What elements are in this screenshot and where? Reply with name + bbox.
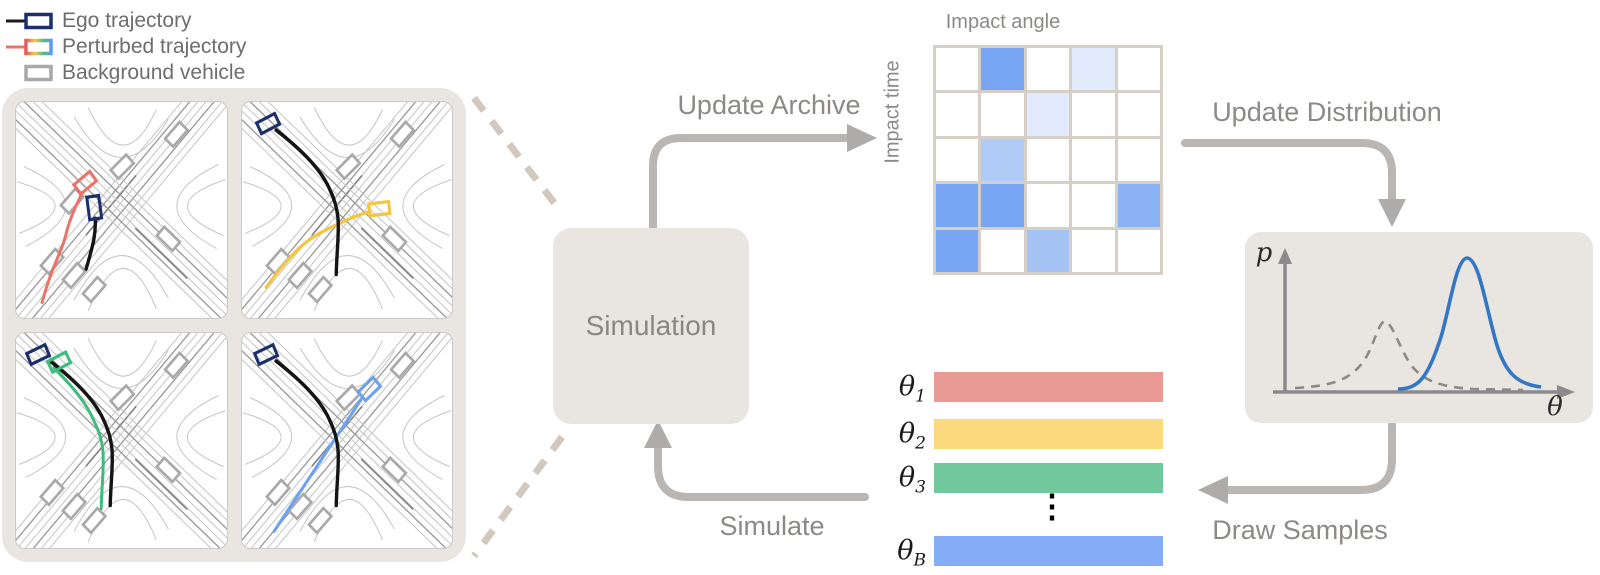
simulation-label: Simulation (585, 310, 717, 341)
archive-cell-r5c2 (981, 229, 1024, 272)
archive-cell-r4c4 (1072, 184, 1115, 227)
scenario-grid (2, 88, 466, 562)
archive-cell-r2c5 (1117, 93, 1160, 136)
archive-title: Impact angle (945, 11, 1061, 33)
archive-cell-r2c3 (1026, 93, 1070, 136)
archive-cell-r1c4 (1072, 48, 1115, 91)
scenario-drawing-scenario-red (16, 102, 227, 318)
legend: Ego trajectory Perturbed trajectory Back… (6, 8, 246, 86)
new-distribution-curve (1397, 256, 1542, 391)
archive-cell-r1c1 (936, 48, 979, 91)
archive-cell-r1c5 (1117, 48, 1160, 91)
sample-bar-3 (934, 463, 1163, 493)
ego-trajectory-icon (6, 12, 53, 30)
sample-label-1: θ1 (898, 371, 926, 407)
sample-label-3: θ3 (898, 462, 926, 498)
draw-samples-arrow (1222, 421, 1396, 494)
archive-cell-r2c2 (981, 93, 1024, 136)
scenario-panel-red (15, 101, 228, 319)
update-archive-label: Update Archive (677, 90, 861, 120)
dashed-connector-bottom (471, 434, 565, 559)
legend-item-background: Background vehicle (6, 60, 246, 86)
archive-cell-r2c4 (1072, 93, 1115, 136)
archive-cell-r5c1 (936, 229, 979, 272)
legend-item-ego: Ego trajectory (6, 8, 246, 34)
scenario-panel-blue (240, 331, 453, 549)
dashed-connector-top (471, 95, 565, 216)
legend-label-background: Background vehicle (62, 61, 246, 84)
archive-cell-r3c3 (1026, 138, 1070, 182)
scenario-panel-yellow (240, 101, 453, 319)
scenario-drawing-scenario-green (16, 332, 227, 548)
archive-ylabel: Impact time (881, 60, 904, 164)
sample-ellipsis: ⋮ (1036, 488, 1068, 524)
distribution-xlabel: θ (1547, 392, 1563, 422)
sample-bar-B (934, 536, 1163, 566)
archive-cell-r3c1 (936, 138, 979, 182)
archive-cell-r1c3 (1026, 48, 1070, 91)
simulate-arrow (654, 442, 869, 501)
archive-cell-r4c5 (1117, 184, 1160, 227)
simulation-box: Simulation (553, 228, 749, 424)
scenario-drawing-scenario-yellow (241, 102, 452, 318)
sample-bar-2 (934, 419, 1163, 449)
update-distribution-arrowhead (1378, 199, 1406, 227)
sample-bar-1 (934, 372, 1163, 402)
archive-cell-r4c1 (936, 184, 979, 227)
update-distribution-arrow (1181, 139, 1396, 205)
draw-samples-label: Draw Samples (1212, 515, 1388, 545)
simulate-arrowhead (644, 420, 672, 448)
x-axis-arrowhead (1557, 385, 1575, 399)
archive-cell-r5c4 (1072, 229, 1115, 272)
archive-cell-r2c1 (936, 93, 979, 136)
archive-cell-r3c5 (1117, 138, 1160, 182)
scenario-drawing-scenario-blue (241, 332, 452, 548)
previous-distribution-curve (1294, 319, 1524, 392)
legend-label-perturbed: Perturbed trajectory (62, 35, 247, 58)
distribution-box (1245, 232, 1593, 423)
update-distribution-label: Update Distribution (1212, 97, 1442, 127)
archive-heatmap (933, 45, 1163, 275)
update-archive-arrow (649, 134, 853, 236)
sample-label-2: θ2 (898, 418, 926, 454)
sample-label-B: θB (897, 535, 926, 571)
archive-cell-r5c3 (1026, 229, 1070, 272)
background-vehicle-icon (24, 64, 53, 82)
legend-label-ego: Ego trajectory (62, 9, 192, 32)
distribution-plot (1273, 248, 1575, 399)
scenario-panel-green (15, 331, 228, 549)
distribution-ylabel: p (1255, 238, 1273, 268)
update-archive-arrowhead (847, 124, 877, 152)
archive-cell-r3c4 (1072, 138, 1115, 182)
archive-cell-r5c5 (1117, 229, 1160, 272)
legend-item-perturbed: Perturbed trajectory (6, 34, 246, 60)
perturbed-trajectory-icon (6, 38, 53, 56)
simulate-label: Simulate (719, 511, 825, 541)
archive-cell-r3c2 (981, 138, 1024, 182)
archive-cell-r1c2 (981, 48, 1024, 91)
y-axis-arrowhead (1278, 248, 1292, 264)
archive-cell-r4c2 (981, 184, 1024, 227)
archive-cell-r4c3 (1026, 184, 1070, 227)
draw-samples-arrowhead (1198, 476, 1228, 504)
